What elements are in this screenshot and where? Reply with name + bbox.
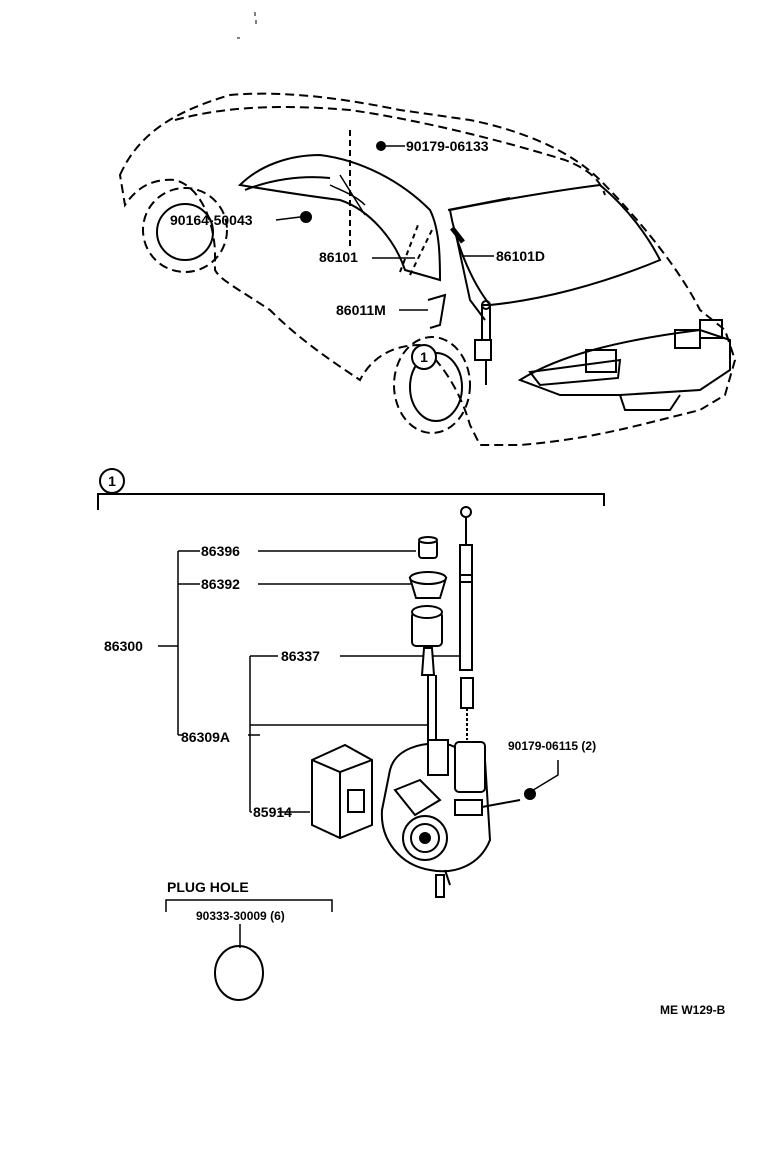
callout-symbol-detail: 1	[108, 473, 116, 489]
callout-symbol: 1	[420, 349, 428, 365]
motor-assembly	[380, 739, 521, 898]
bushing-stack	[408, 536, 448, 745]
scan-marks	[237, 12, 257, 39]
relay-box	[311, 743, 373, 840]
car-labels: 90179-06133 90164-50043 86101 86101D 860…	[170, 138, 545, 318]
detail-labels: 86396 86392 86300 86337 86309A 85914 901…	[104, 543, 596, 820]
bolt-90179-06115	[524, 788, 536, 800]
label-86309A: 86309A	[181, 729, 230, 745]
label-90164-50043: 90164-50043	[170, 212, 253, 228]
label-85914: 85914	[253, 804, 292, 820]
plug-hole-ring	[214, 945, 264, 1001]
label-90179-06115: 90179-06115 (2)	[508, 739, 596, 753]
detail-bracket: 1	[97, 468, 605, 510]
antenna-rod	[459, 506, 474, 740]
callout-1-car: 1	[411, 344, 437, 370]
label-86101D: 86101D	[496, 248, 545, 264]
car-illustration	[118, 92, 737, 446]
plug-hole-section: PLUG HOLE 90333-30009 (6)	[165, 879, 333, 1001]
label-90179-06133: 90179-06133	[406, 138, 489, 154]
leader-lines	[158, 550, 559, 813]
label-86011M: 86011M	[336, 302, 386, 318]
label-86337: 86337	[281, 648, 320, 664]
label-86396: 86396	[201, 543, 240, 559]
diagram-code: ME W129-B	[660, 1003, 726, 1017]
label-86300: 86300	[104, 638, 143, 654]
plug-hole-part: 90333-30009 (6)	[196, 909, 285, 923]
plug-hole-title: PLUG HOLE	[167, 879, 249, 895]
label-86101: 86101	[319, 249, 358, 265]
label-86392: 86392	[201, 576, 240, 592]
